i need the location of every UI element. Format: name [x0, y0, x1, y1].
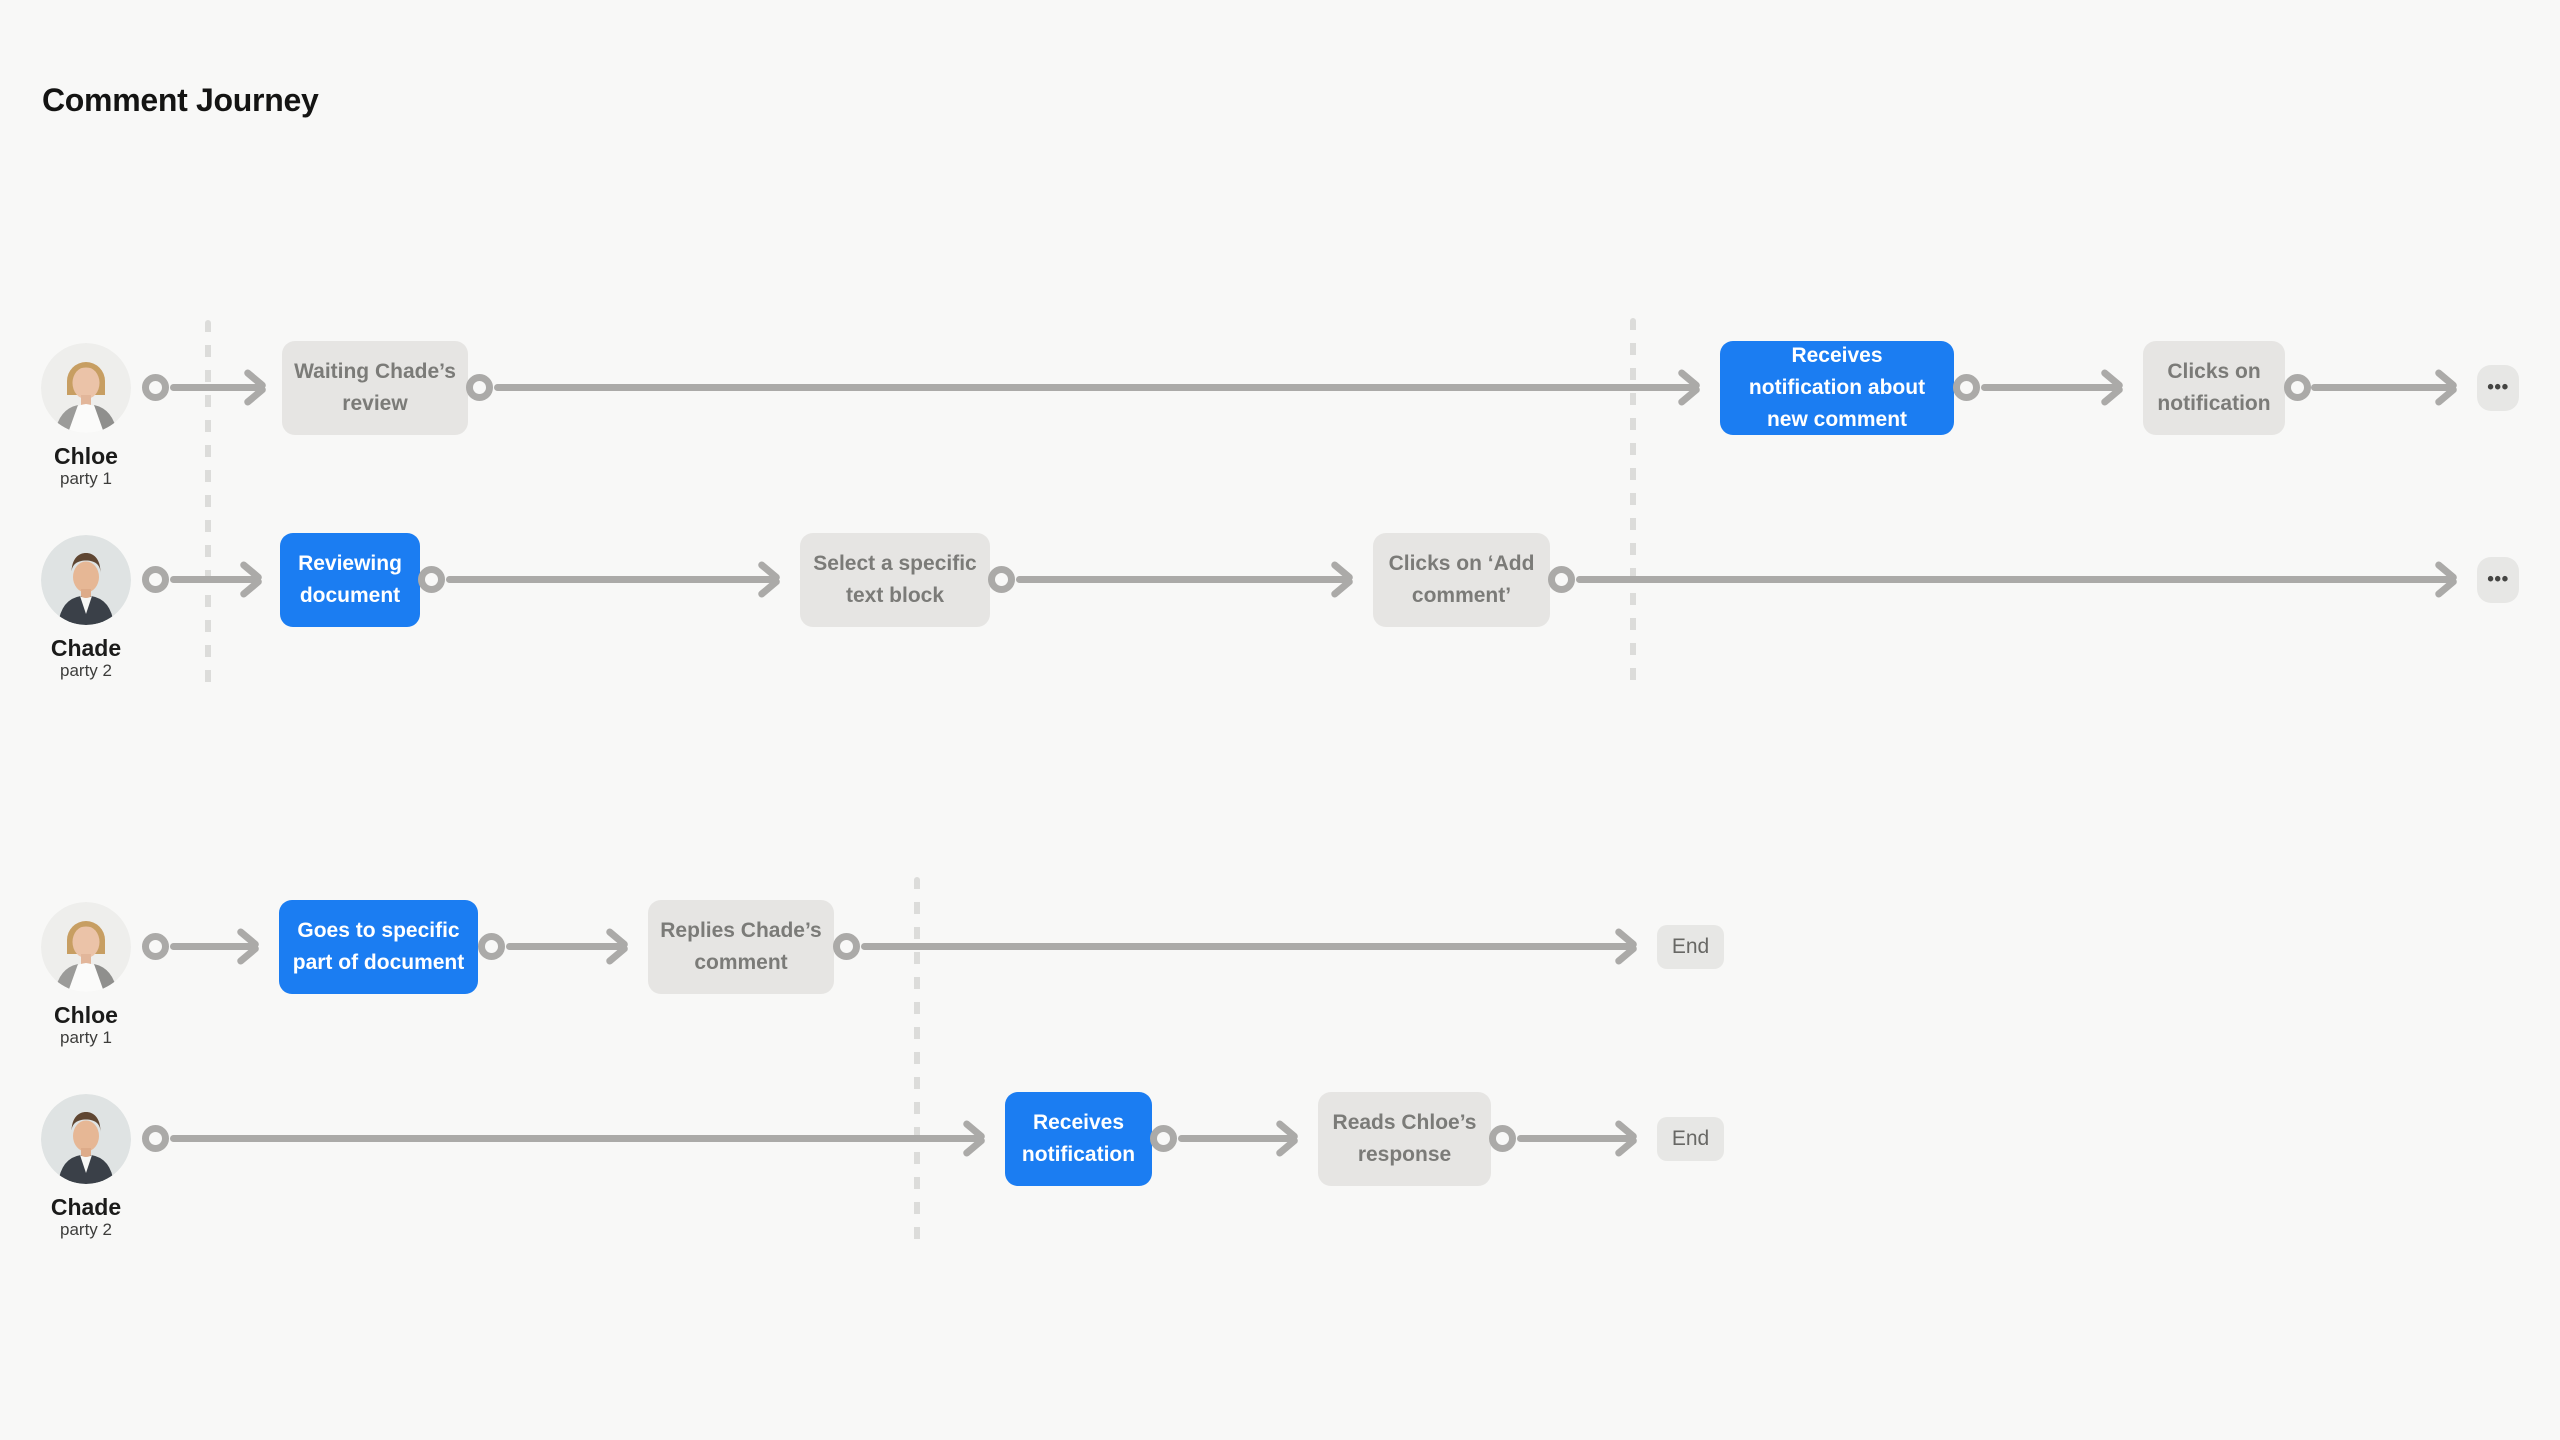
timeline-node-dot — [142, 1125, 169, 1152]
connector-arrow — [1981, 384, 2119, 391]
lane-name: Chloe — [54, 1002, 118, 1028]
connector-arrow — [170, 1135, 981, 1142]
lane-name: Chloe — [54, 443, 118, 469]
connector-arrow — [2311, 384, 2453, 391]
connector-arrow — [1178, 1135, 1294, 1142]
connector-arrow — [170, 943, 255, 950]
connector-arrow — [506, 943, 624, 950]
lane-role: party 2 — [60, 1220, 112, 1239]
timeline-node-dot — [1150, 1125, 1177, 1152]
timeline-node-dot — [1548, 566, 1575, 593]
end-node[interactable]: End — [1657, 1117, 1724, 1161]
avatar-chade — [41, 1094, 131, 1184]
connector-arrow — [170, 384, 262, 391]
step-reviewing-document[interactable]: Reviewing document — [280, 533, 420, 627]
connector-arrow — [494, 384, 1696, 391]
timeline-node-dot — [142, 566, 169, 593]
timeline-node-dot — [1953, 374, 1980, 401]
step-clicks-on-notification[interactable]: Clicks on notification — [2143, 341, 2285, 435]
ellipsis-icon[interactable]: ••• — [2477, 557, 2519, 603]
connector-arrow — [446, 576, 776, 583]
phase-divider — [205, 320, 211, 692]
step-waiting-chades-review[interactable]: Waiting Chade’s review — [282, 341, 468, 435]
timeline-node-dot — [988, 566, 1015, 593]
timeline-node-dot — [142, 374, 169, 401]
connector-arrow — [861, 943, 1633, 950]
step-receives-notification-about-new-comment[interactable]: Receives notification about new comment — [1720, 341, 1954, 435]
avatar-chade — [41, 535, 131, 625]
connector-arrow — [1016, 576, 1349, 583]
avatar-chade-image — [41, 1094, 131, 1184]
timeline-node-dot — [478, 933, 505, 960]
timeline-node-dot — [466, 374, 493, 401]
phase-divider — [914, 877, 920, 1251]
step-receives-notification[interactable]: Receives notification — [1005, 1092, 1152, 1186]
lane-role: party 1 — [60, 469, 112, 488]
connector-arrow — [170, 576, 258, 583]
lane-role: party 2 — [60, 661, 112, 680]
phase-divider — [1630, 318, 1636, 690]
avatar-chade-image — [41, 535, 131, 625]
step-reads-chloes-response[interactable]: Reads Chloe’s response — [1318, 1092, 1491, 1186]
step-select-text-block[interactable]: Select a specific text block — [800, 533, 990, 627]
avatar-chloe-image — [41, 902, 131, 992]
connector-arrow — [1517, 1135, 1633, 1142]
lane-name: Chade — [50, 635, 122, 661]
end-node[interactable]: End — [1657, 925, 1724, 969]
step-replies-chades-comment[interactable]: Replies Chade’s comment — [648, 900, 834, 994]
timeline-node-dot — [1489, 1125, 1516, 1152]
avatar-chloe-image — [41, 343, 131, 433]
avatar-chloe — [41, 343, 131, 433]
page-title: Comment Journey — [42, 82, 319, 118]
connector-arrow — [1576, 576, 2453, 583]
ellipsis-icon[interactable]: ••• — [2477, 365, 2519, 411]
step-goes-to-part-of-document[interactable]: Goes to specific part of document — [279, 900, 478, 994]
timeline-node-dot — [142, 933, 169, 960]
lane-role: party 1 — [60, 1028, 112, 1047]
step-clicks-add-comment[interactable]: Clicks on ‘Add comment’ — [1373, 533, 1550, 627]
timeline-node-dot — [418, 566, 445, 593]
timeline-node-dot — [833, 933, 860, 960]
avatar-chloe — [41, 902, 131, 992]
timeline-node-dot — [2284, 374, 2311, 401]
lane-name: Chade — [50, 1194, 122, 1220]
